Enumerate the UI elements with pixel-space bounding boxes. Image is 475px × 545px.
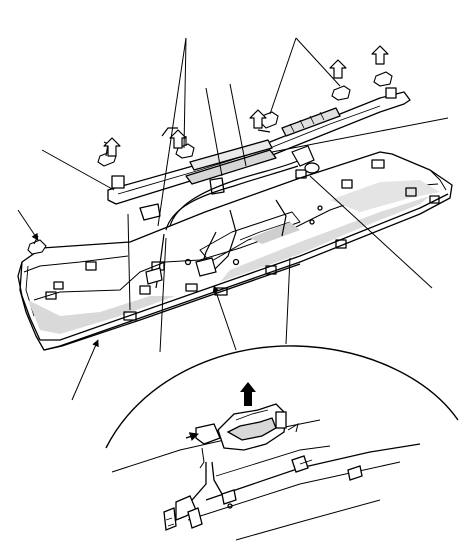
light-connector-detail — [105, 345, 459, 541]
callout-10 — [285, 257, 291, 345]
callout-leaders — [17, 37, 449, 401]
high-mount-brake-light-cover — [107, 87, 411, 221]
callout-9 — [309, 175, 433, 289]
arrow-icon-5 — [371, 45, 389, 65]
callout-15 — [212, 285, 237, 351]
callout-11 — [159, 237, 167, 353]
arrow-icon-7 — [257, 129, 271, 133]
callout-14 — [71, 339, 99, 401]
arrow-icon-6 — [161, 127, 178, 137]
rear-upper-trim-panel — [17, 151, 453, 351]
clip-4 — [331, 85, 351, 101]
callout-7 — [41, 149, 115, 191]
arrow-icon-1 — [103, 137, 121, 157]
callout-13 — [17, 209, 39, 241]
clip-left — [27, 235, 47, 255]
up-arrow-icon — [240, 382, 256, 406]
clip-5 — [373, 71, 393, 87]
callout-2 — [183, 37, 187, 149]
arrow-icon-2 — [169, 129, 187, 149]
retaining-clips — [27, 71, 393, 255]
callout-5 — [205, 87, 223, 177]
callout-4 — [295, 37, 341, 87]
callout-8 — [271, 117, 449, 153]
callout-6 — [229, 83, 247, 167]
small-arrow-icon — [185, 432, 199, 441]
callout-1 — [157, 37, 187, 227]
wire-harness — [145, 145, 320, 289]
callout-3 — [269, 37, 297, 115]
callout-12 — [127, 213, 131, 311]
arrow-icon-3 — [249, 109, 267, 129]
removal-direction-arrows — [103, 45, 389, 157]
arrow-icon-4 — [329, 59, 347, 79]
